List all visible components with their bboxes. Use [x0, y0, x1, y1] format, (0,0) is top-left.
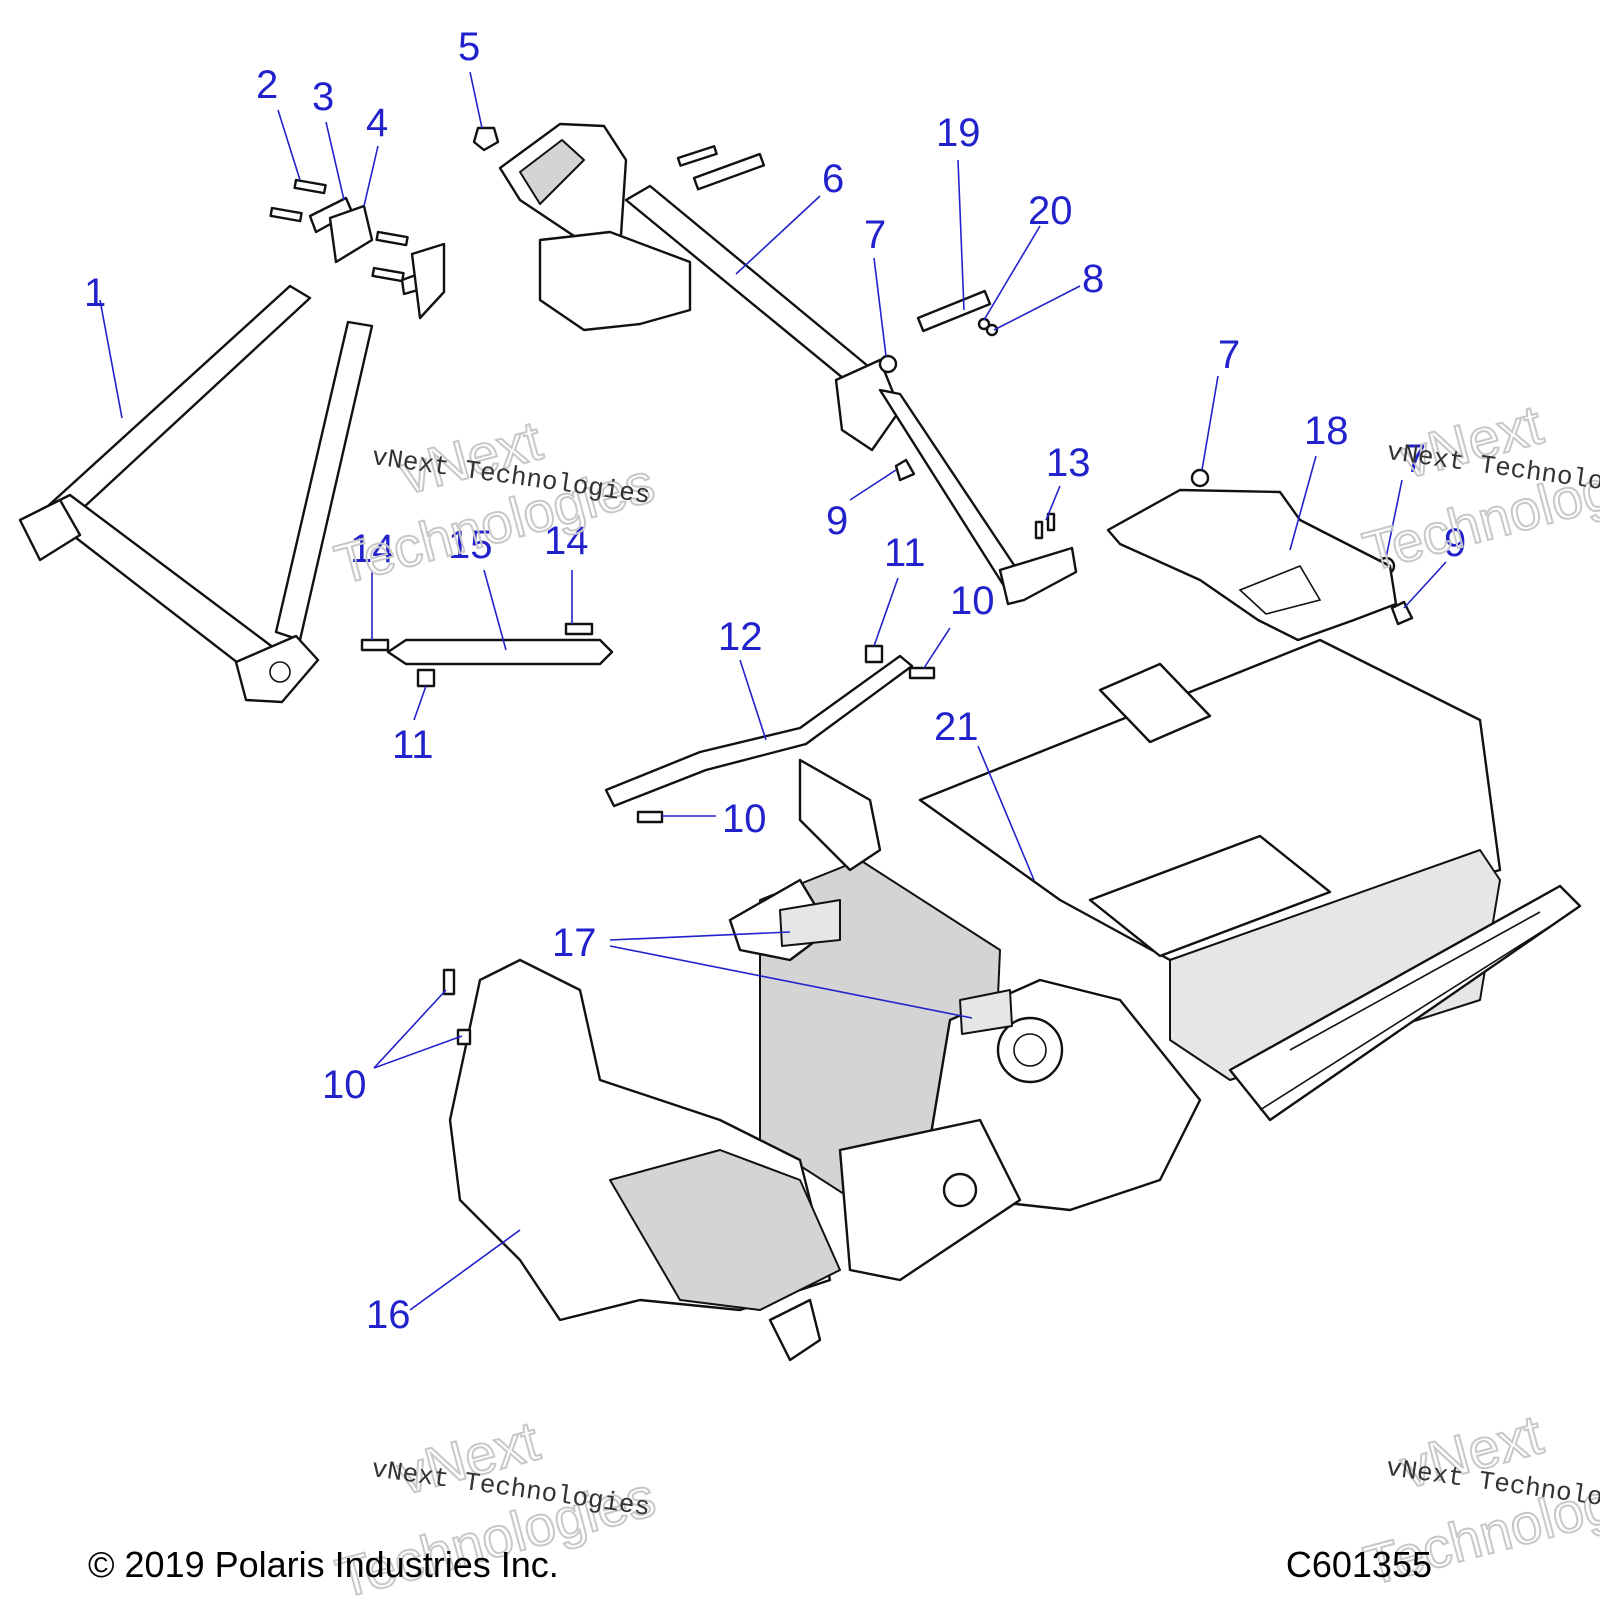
- callout-5: 5: [458, 25, 480, 69]
- callout-10b: 10: [722, 797, 767, 841]
- part-11-nut-b: [864, 644, 884, 664]
- part-18-rear-bracket: [1106, 488, 1398, 642]
- part-10-bolt-b: [636, 810, 664, 824]
- callout-11b: 11: [392, 723, 434, 767]
- callout-2: 2: [256, 63, 278, 107]
- part-19-bracket: [916, 289, 992, 333]
- part-17-decal: [779, 899, 1013, 1035]
- callout-11a: 11: [884, 531, 926, 575]
- part-2-bolt: [269, 178, 409, 283]
- callout-9a: 9: [826, 499, 848, 543]
- part-9-clip-a: [894, 458, 916, 482]
- callout-9b: 9: [1444, 521, 1466, 565]
- diagram-code: C601355: [1285, 1544, 1432, 1585]
- callout-20: 20: [1028, 189, 1073, 233]
- part-11-nut-a: [416, 668, 436, 688]
- callout-4: 4: [366, 101, 388, 145]
- part-16-chassis: [448, 758, 1202, 1362]
- part-15-link-rod: [386, 638, 614, 666]
- callout-7a: 7: [864, 213, 886, 257]
- copyright-notice: © 2019 Polaris Industries Inc.: [88, 1544, 559, 1585]
- callout-17: 17: [552, 921, 597, 965]
- callout-3: 3: [312, 75, 334, 119]
- part-3-link-plate: [308, 196, 434, 296]
- callout-6: 6: [822, 157, 844, 201]
- part-6-steering-post: [498, 122, 1078, 606]
- part-4-clamp: [328, 204, 446, 320]
- callout-12: 12: [718, 615, 763, 659]
- callout-15: 15: [448, 523, 493, 567]
- callout-21: 21: [934, 705, 979, 749]
- part-8-nut: [985, 323, 999, 337]
- part-7-nut-a: [878, 354, 898, 374]
- callout-18: 18: [1304, 409, 1349, 453]
- part-9-clip-b: [1390, 600, 1414, 626]
- part-10-bolt-a: [908, 666, 936, 680]
- callout-10a: 10: [950, 579, 995, 623]
- leader-lines: [99, 71, 1447, 1311]
- part-13-screw: [1034, 512, 1056, 540]
- part-12-tie-rod: [604, 654, 914, 808]
- callout-14a: 14: [350, 527, 395, 571]
- callout-1: 1: [84, 271, 106, 315]
- callout-7c: 7: [1404, 437, 1426, 481]
- callout-19: 19: [936, 111, 981, 155]
- callout-8: 8: [1082, 257, 1104, 301]
- callout-16: 16: [366, 1293, 411, 1337]
- callout-14b: 14: [544, 519, 589, 563]
- part-1-tube-frame: [18, 284, 374, 704]
- part-7-nut-b: [1190, 468, 1210, 488]
- callout-13: 13: [1046, 441, 1091, 485]
- callout-labels: 1 2 3 4 5 6 7 7 7 8 9 9 10 10 10 11 11 1…: [84, 25, 1466, 1337]
- callout-10c: 10: [322, 1063, 367, 1107]
- part-5-fastener: [472, 126, 500, 152]
- part-14-bolt: [360, 622, 594, 652]
- callout-7b: 7: [1218, 333, 1240, 377]
- part-10-bolt-c: [442, 968, 456, 996]
- part-21-tunnel-assembly: [918, 638, 1582, 1122]
